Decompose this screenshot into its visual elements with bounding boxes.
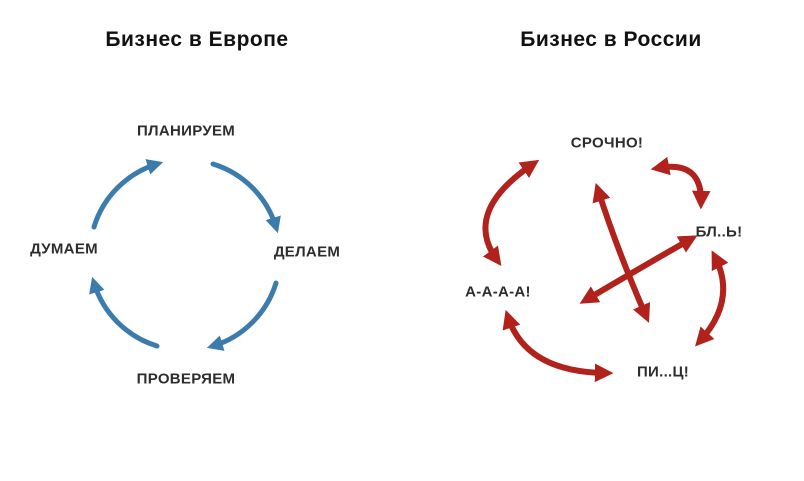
cycle-arrow-do-to-check [206,280,279,351]
cycle-arrow-check-to-think [89,276,160,349]
node-plan: ПЛАНИРУЕМ [136,122,236,140]
chaos-arrow-cross-diagonal [579,235,698,304]
cycle-arrow-plan-to-do [210,161,281,234]
node-do: ДЕЛАЕМ [273,243,341,261]
chaos-arrows [482,156,729,383]
node-scream: А-А-А-А! [465,283,531,301]
cycle-arrows [89,159,281,351]
node-check: ПРОВЕРЯЕМ [136,370,236,388]
right-title: Бизнес в России [520,28,702,51]
node-urgent: СРОЧНО! [570,134,644,152]
chaos-arrow-expletive1-expletive2 [695,250,729,347]
chaos-arrow-urgent-scream [482,159,540,267]
cycle-arrow-think-to-plan [91,159,164,230]
node-think: ДУМАЕМ [30,240,98,258]
left-title: Бизнес в Европе [105,28,289,51]
chaos-arrow-scream-expletive2 [502,309,614,383]
chaos-arrow-urgent-expletive1 [650,156,711,210]
node-expletive2: ПИ...Ц! [636,363,690,381]
node-expletive1: БЛ..Ь! [695,223,743,241]
chaos-arrow-cross-vertical [592,182,651,323]
